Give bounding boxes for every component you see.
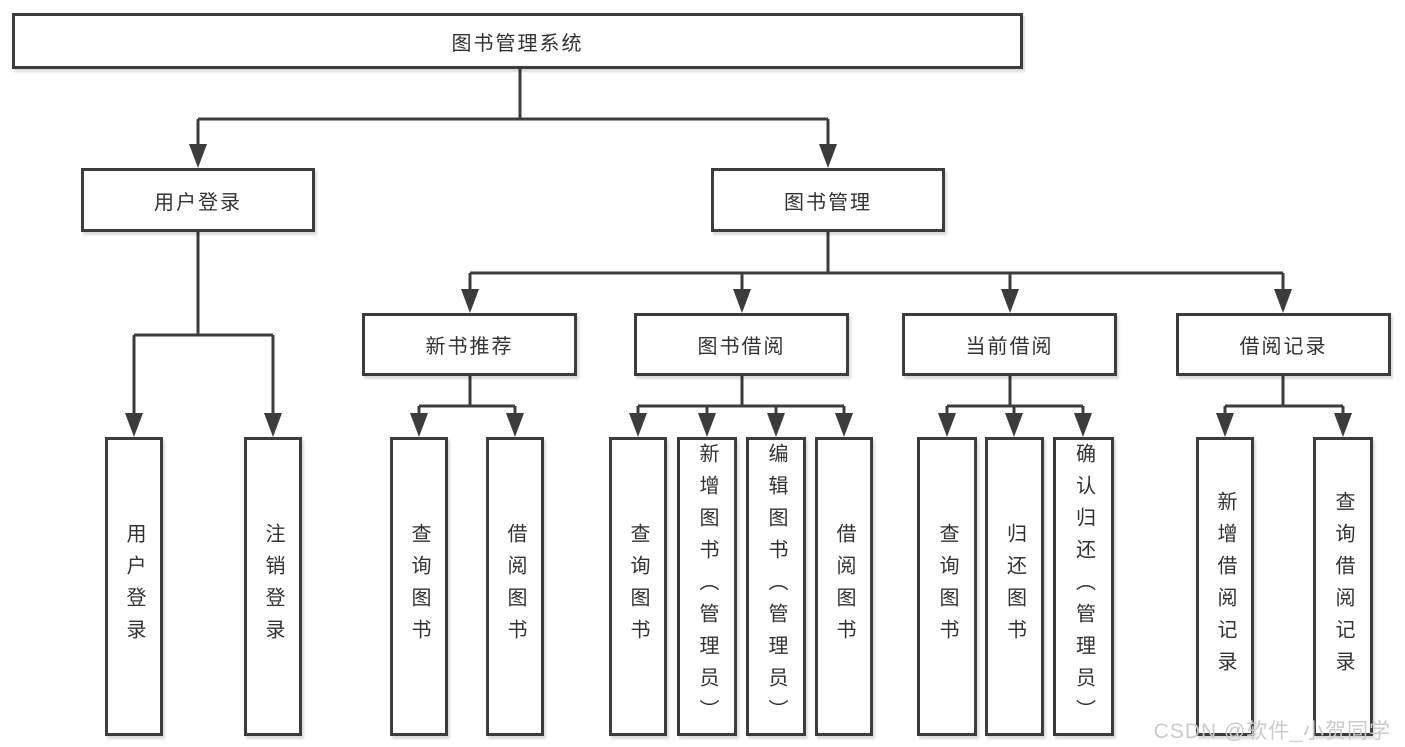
arrowhead-icon [819, 144, 837, 168]
arrowhead-icon [506, 413, 524, 437]
node-leaf-logout: 注销登录 [244, 437, 302, 736]
node-user-login: 用户登录 [81, 168, 315, 232]
arrowhead-icon [1274, 289, 1292, 313]
arrowhead-icon [461, 289, 479, 313]
arrowhead-icon [835, 413, 853, 437]
arrowhead-icon [938, 413, 956, 437]
node-borrow-record: 借阅记录 [1176, 313, 1391, 376]
node-leaf-query-book-2: 查询图书 [609, 437, 667, 736]
watermark: CSDN @软件_小贺同学 [1153, 720, 1391, 743]
arrowhead-icon [1334, 413, 1352, 437]
arrowhead-icon [1216, 413, 1234, 437]
arrowhead-icon [264, 413, 282, 437]
arrowhead-icon [1001, 289, 1019, 313]
arrowhead-icon [698, 413, 716, 437]
node-leaf-add-book-admin: 新增图书（管理员） [677, 437, 737, 736]
node-leaf-edit-book-admin: 编辑图书（管理员） [746, 437, 806, 736]
node-leaf-return-book: 归还图书 [985, 437, 1044, 736]
arrowhead-icon [1074, 413, 1092, 437]
arrowhead-icon [767, 413, 785, 437]
node-book-management: 图书管理 [711, 168, 945, 232]
node-root: 图书管理系统 [12, 13, 1023, 69]
arrowhead-icon [629, 413, 647, 437]
node-new-book-recommend: 新书推荐 [362, 313, 577, 376]
node-leaf-user-login: 用户登录 [105, 437, 163, 736]
arrowhead-icon [189, 144, 207, 168]
node-book-borrow: 图书借阅 [634, 313, 849, 376]
arrowhead-icon [1005, 413, 1023, 437]
node-leaf-confirm-return: 确认归还（管理员） [1053, 437, 1114, 736]
node-leaf-borrow-book-2: 借阅图书 [815, 437, 873, 736]
node-leaf-borrow-book-1: 借阅图书 [486, 437, 544, 736]
arrowhead-icon [410, 413, 428, 437]
node-current-borrow: 当前借阅 [902, 313, 1117, 376]
node-leaf-query-record: 查询借阅记录 [1313, 437, 1373, 736]
arrowhead-icon [125, 413, 143, 437]
node-leaf-add-record: 新增借阅记录 [1196, 437, 1254, 736]
node-leaf-query-book-3: 查询图书 [917, 437, 977, 736]
arrowhead-icon [733, 289, 751, 313]
node-leaf-query-book-1: 查询图书 [390, 437, 448, 736]
